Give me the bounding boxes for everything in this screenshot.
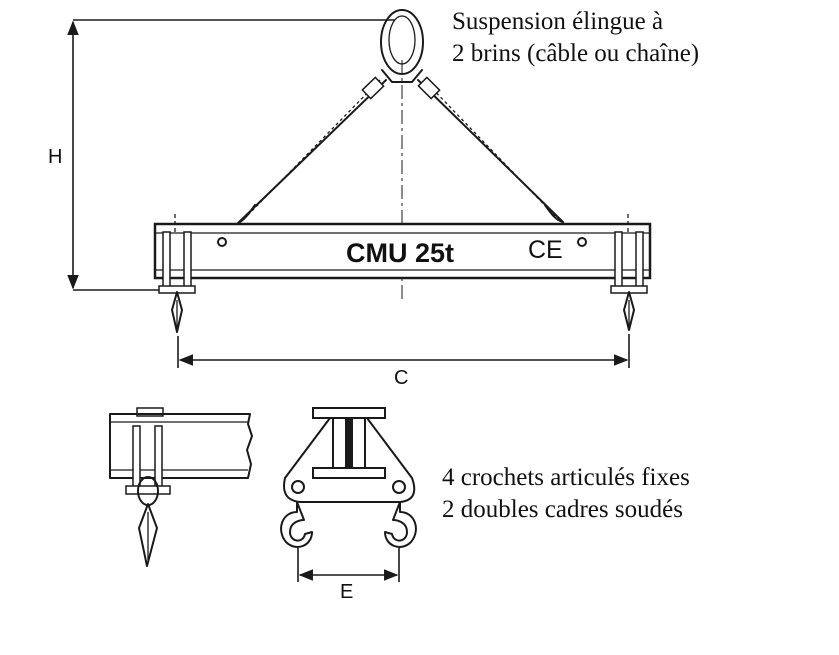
hook-span-label: C — [394, 367, 408, 389]
height-dimension: H — [48, 19, 395, 291]
hooks-caption: 4 crochets articulés fixes 2 doubles cad… — [442, 462, 690, 526]
hook-gap-dimension: E — [297, 548, 400, 603]
hooks-caption-line-1: 4 crochets articulés fixes — [442, 464, 690, 491]
suspension-caption: Suspension élingue à 2 brins (câble ou c… — [452, 6, 699, 70]
ce-mark: CE — [528, 236, 563, 264]
hook-span-dimension: C — [177, 334, 630, 389]
left-hook-assembly — [158, 214, 196, 333]
double-frame-detail — [280, 407, 417, 548]
hooks-caption-line-2: 2 doubles cadres soudés — [442, 496, 683, 523]
sling-legs — [236, 76, 564, 225]
right-hook-assembly — [610, 214, 648, 331]
suspension-caption-line-2: 2 brins (câble ou chaîne) — [452, 40, 700, 67]
capacity-label: CMU 25t — [346, 238, 454, 268]
main-beam: CMU 25t CE — [153, 222, 652, 280]
suspension-caption-line-1: Suspension élingue à — [452, 8, 664, 35]
height-label: H — [48, 146, 62, 168]
hook-gap-label: E — [340, 581, 353, 603]
hook-side-detail — [109, 407, 253, 567]
